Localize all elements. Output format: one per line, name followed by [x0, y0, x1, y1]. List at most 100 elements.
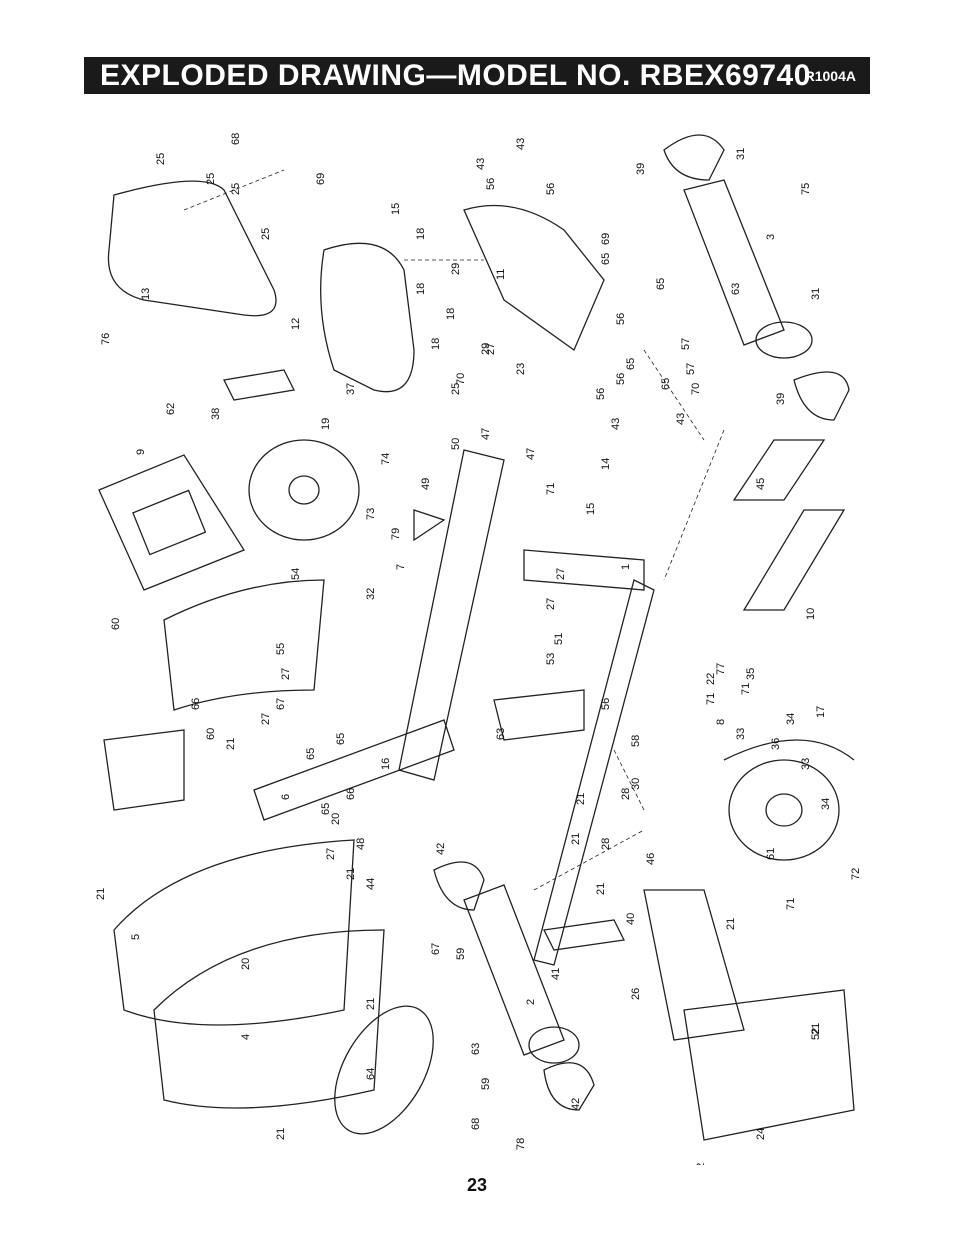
side-shield-5-shape [113, 839, 355, 1026]
part-callout: 50 [450, 438, 462, 450]
part-callout: 58 [630, 735, 642, 747]
part-callout: 74 [380, 453, 392, 465]
fan-wheel-shape [248, 439, 360, 541]
part-callout: 54 [290, 568, 302, 580]
part-callout: 40 [625, 913, 637, 925]
part-callout: 15 [390, 203, 402, 215]
part-callout: 59 [455, 948, 467, 960]
part-callout: 28 [620, 788, 632, 800]
part-callout: 57 [685, 363, 697, 375]
part-callout: 9 [135, 449, 147, 455]
part-callout: 21 [725, 918, 737, 930]
part-callout: 71 [545, 483, 557, 495]
part-callout: 26 [630, 988, 642, 1000]
backrest-shape [320, 242, 415, 393]
part-callout: 53 [545, 653, 557, 665]
pedal-41-shape [543, 919, 625, 951]
upright-shape [523, 549, 645, 591]
part-callout: 21 [345, 868, 357, 880]
part-callout: 43 [515, 138, 527, 150]
part-callout: 65 [335, 733, 347, 745]
part-callout: 65 [660, 378, 672, 390]
shroud-55-shape [163, 579, 325, 711]
part-callout: 59 [480, 1078, 492, 1090]
part-callout: 56 [615, 313, 627, 325]
part-callout: 33 [800, 758, 812, 770]
part-callout: 29 [450, 263, 462, 275]
end-cap-42-top-shape [433, 861, 485, 911]
part-callout: 56 [600, 698, 612, 710]
part-callout: 42 [570, 1098, 582, 1110]
part-callout: 25 [155, 153, 167, 165]
part-callout: 30 [630, 778, 642, 790]
part-callout: 63 [730, 283, 742, 295]
frame-tube-shape [533, 579, 655, 966]
part-callout: 38 [210, 408, 222, 420]
part-callout: 39 [635, 163, 647, 175]
exploded-drawing-svg: 1234567891011121314151516171818181819202… [95, 133, 862, 1165]
part-callout: 21 [275, 1128, 287, 1140]
seat-rail-shape [398, 449, 505, 781]
part-callout: 47 [480, 428, 492, 440]
part-callout: 22 [705, 673, 717, 685]
part-callout: 63 [495, 728, 507, 740]
part-callout: 49 [420, 478, 432, 490]
part-callout: 65 [655, 278, 667, 290]
part-callout: 79 [390, 528, 402, 540]
pedal-37-shape [223, 369, 295, 401]
part-callout: 65 [600, 253, 612, 265]
part-callout: 72 [850, 868, 862, 880]
part-callout: 17 [815, 706, 827, 718]
console-screen-shape [132, 489, 207, 556]
part-callout: 66 [345, 788, 357, 800]
part-callout: 19 [320, 418, 332, 430]
part-callout: 48 [355, 838, 367, 850]
part-callout: 69 [315, 173, 327, 185]
bracket-49-shape [413, 509, 446, 542]
part-callout: 61 [765, 848, 777, 860]
part-callout: 18 [415, 283, 427, 295]
part-callout: 44 [365, 878, 377, 890]
drive-belt-shape [334, 1005, 434, 1135]
page-title: EXPLODED DRAWING—MODEL NO. RBEX69740 [100, 59, 811, 92]
part-callout: 21 [595, 883, 607, 895]
part-callout: 71 [705, 693, 717, 705]
part-callout: 11 [495, 269, 507, 280]
part-callout: 65 [320, 803, 332, 815]
right-shield-26-shape [643, 889, 745, 1041]
part-callout: 25 [260, 228, 272, 240]
part-callouts: 1234567891011121314151516171818181819202… [95, 133, 862, 1165]
part-callout: 52 [695, 1163, 707, 1165]
part-callout: 16 [380, 758, 392, 770]
flywheel-61-shape [728, 759, 840, 861]
part-callout: 7 [395, 564, 407, 570]
part-callout: 68 [230, 133, 242, 145]
part-callout: 27 [485, 343, 497, 355]
part-callout: 14 [600, 458, 612, 470]
part-callout: 8 [715, 719, 727, 725]
title-bar: EXPLODED DRAWING—MODEL NO. RBEX69740 R10… [84, 57, 870, 94]
side-shield-4-shape [153, 929, 385, 1109]
part-callout: 45 [755, 478, 767, 490]
part-callout: 60 [110, 618, 122, 630]
part-callout: 25 [230, 183, 242, 195]
end-cap-39-top-shape [663, 134, 725, 181]
part-callout: 27 [545, 598, 557, 610]
part-callout: 66 [190, 698, 202, 710]
handlebar-frame-shape [463, 204, 605, 351]
part-callout: 64 [365, 1068, 377, 1080]
part-callout: 18 [430, 338, 442, 350]
part-callout: 70 [690, 383, 702, 395]
part-callout: 10 [805, 608, 817, 620]
seat-cushion-shape [107, 180, 277, 317]
part-callout: 18 [415, 228, 427, 240]
part-callout: 60 [205, 728, 217, 740]
part-callout: 5 [130, 934, 142, 940]
part-callout: 20 [240, 958, 252, 970]
part-callout: 25 [205, 173, 217, 185]
part-callout: 69 [600, 233, 612, 245]
part-callout: 71 [740, 683, 752, 695]
part-callout: 57 [680, 338, 692, 350]
right-shield-24-shape [683, 989, 855, 1141]
